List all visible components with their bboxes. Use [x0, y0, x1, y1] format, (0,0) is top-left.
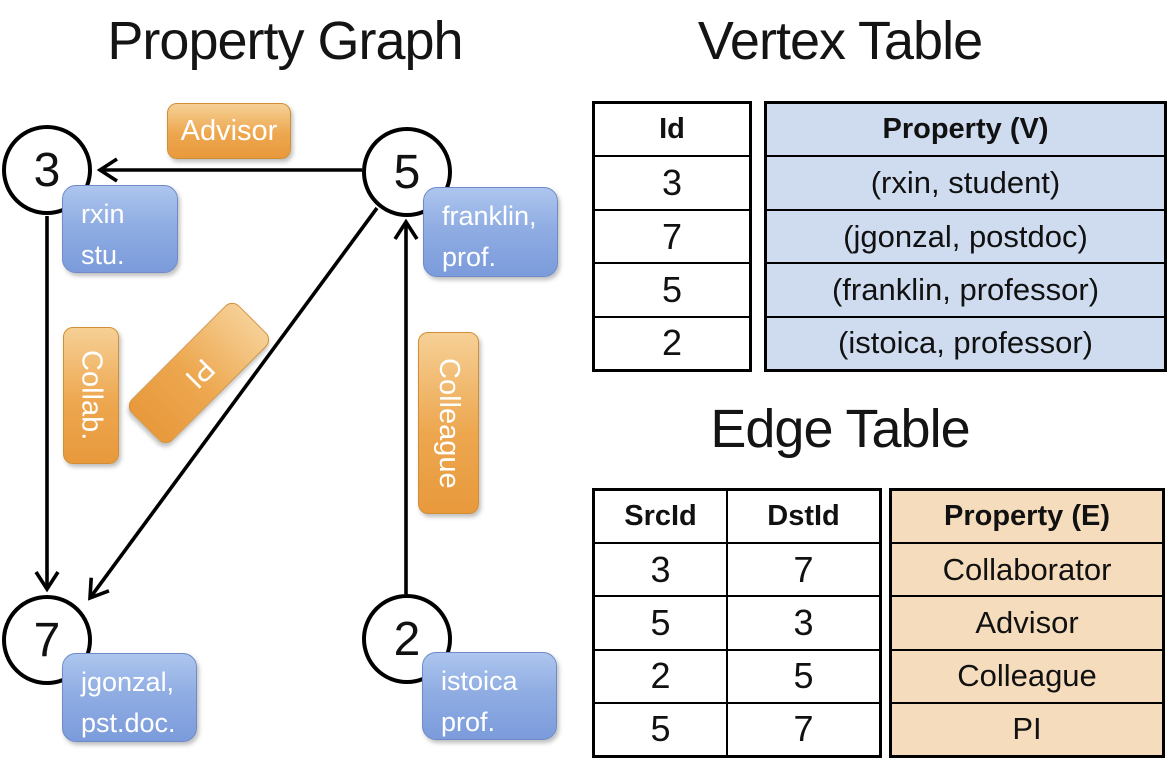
vertex-property-line: prof. [441, 706, 496, 737]
edge-pi-5-to-7 [88, 206, 379, 601]
edge-table-title: Edge Table [710, 399, 970, 459]
property-graph-title: Property Graph [107, 11, 463, 71]
table-row: Colleague [892, 648, 1162, 702]
dstid-cell: 7 [726, 703, 879, 756]
table-row: (istoica, professor) [767, 315, 1164, 370]
table-row: 5 7 [595, 701, 879, 756]
table-row: Advisor [892, 595, 1162, 649]
table-row: (rxin, student) [767, 155, 1164, 209]
vertex-table-property-header: Property (V) [767, 104, 1164, 156]
vertex-id-label: 5 [393, 145, 421, 199]
table-row: 2 5 [595, 648, 879, 702]
graph-edges-canvas [34, 157, 419, 601]
table-row: 2 [595, 315, 749, 369]
edge-label-colleague: Colleague [418, 332, 479, 514]
table-row: 3 [595, 155, 749, 208]
edge-table-id-header-row: SrcId DstId [595, 491, 879, 543]
vertex-property-line: pst.doc. [81, 707, 176, 738]
vertex-property-line: prof. [442, 241, 497, 272]
vertex-node-2: 2 [362, 594, 452, 684]
srcid-cell: 5 [650, 708, 671, 750]
vertex-property-line: jgonzal, [81, 667, 175, 697]
vertex-property-line: stu. [81, 239, 125, 270]
dstid-cell: 3 [726, 597, 879, 649]
table-row: 7 [595, 208, 749, 262]
srcid-cell: 3 [650, 548, 671, 590]
table-row: 3 7 [595, 542, 879, 596]
edge-label-collab: Collab. [63, 327, 119, 464]
edge-label-advisor: Advisor [167, 103, 291, 159]
dstid-cell: 5 [726, 650, 879, 702]
vertex-property-line: rxin [81, 199, 125, 229]
table-row: 5 3 [595, 595, 879, 649]
dstid-cell: 7 [726, 544, 879, 596]
srcid-cell: 5 [650, 602, 671, 643]
vertex-property-box-7: jgonzal, pst.doc. [62, 653, 197, 742]
table-row: (jgonzal, postdoc) [767, 208, 1164, 263]
edge-table-dstid-header: DstId [726, 491, 879, 543]
vertex-property-box-2: istoica prof. [422, 652, 557, 740]
vertex-table-property-column: Property (V) (rxin, student) (jgonzal, p… [764, 101, 1167, 372]
srcid-cell: 2 [650, 655, 671, 697]
edge-table-property-header: Property (E) [892, 491, 1162, 543]
vertex-property-box-3: rxin stu. [62, 185, 178, 273]
edge-table-property-column: Property (E) Collaborator Advisor Collea… [889, 488, 1165, 758]
table-row: (franklin, professor) [767, 262, 1164, 316]
vertex-id-label: 3 [33, 143, 61, 197]
vertex-table-id-column: Id 3 7 5 2 [592, 101, 752, 372]
edge-table-srcid-header: SrcId [624, 500, 697, 533]
table-row: Collaborator [892, 542, 1162, 596]
vertex-id-label: 7 [33, 613, 61, 667]
vertex-table-title: Vertex Table [697, 11, 983, 71]
table-row: PI [892, 701, 1162, 756]
vertex-node-5: 5 [362, 127, 452, 217]
vertex-table-id-header: Id [659, 113, 685, 146]
vertex-property-line: franklin, [442, 201, 537, 231]
edge-table-id-columns: SrcId DstId 3 7 5 3 2 5 5 7 [592, 488, 882, 758]
vertex-property-line: istoica [441, 666, 518, 696]
vertex-property-box-5: franklin, prof. [423, 187, 558, 277]
vertex-id-label: 2 [393, 612, 421, 666]
table-row: 5 [595, 262, 749, 315]
